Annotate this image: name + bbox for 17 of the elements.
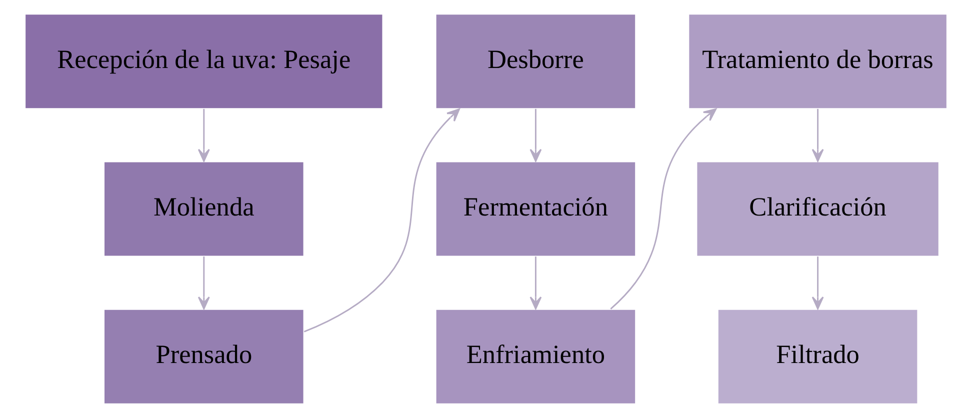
node-box: Prensado (102, 308, 304, 405)
arrow (610, 108, 716, 310)
node-box: Fermentación (434, 160, 636, 258)
node-box: Filtrado (716, 308, 918, 405)
arrow (197, 108, 210, 162)
arrow (811, 108, 824, 162)
arrow (197, 256, 210, 310)
node-box: Desborre (434, 13, 636, 110)
node-box: Molienda (102, 160, 304, 258)
node-box: Clarificación (695, 160, 940, 258)
node-box: Recepción de la uva: Pesaje (24, 13, 384, 110)
node-box: Tratamiento de borras (687, 13, 948, 110)
arrow (303, 108, 460, 332)
arrow (529, 256, 542, 310)
node-box: Enfriamiento (434, 308, 636, 405)
arrow (529, 108, 542, 162)
arrow (811, 256, 824, 310)
